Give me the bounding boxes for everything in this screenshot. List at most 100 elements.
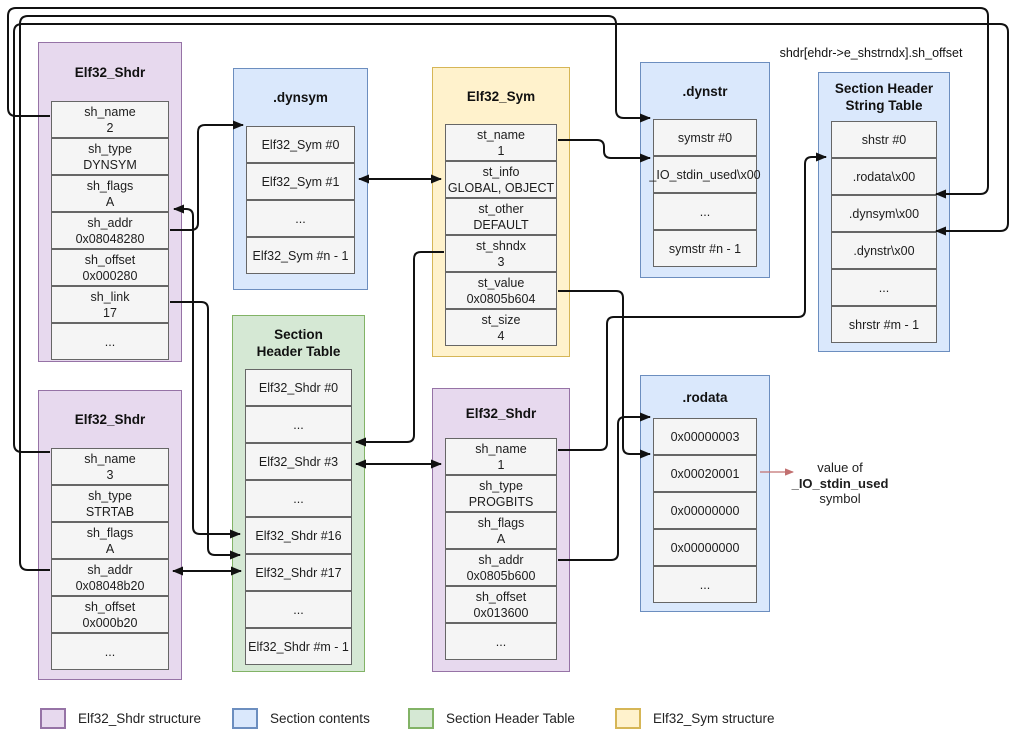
row-line: sh_addr	[87, 562, 133, 577]
box-dynstr: .dynstr symstr #0 _IO_stdin_used\x00... sym…	[640, 62, 770, 278]
row-line: sh_flags	[86, 525, 134, 540]
row-line: sh_type	[88, 141, 132, 156]
row-line: symstr #n - 1	[668, 241, 742, 256]
row-line: Elf32_Sym #n - 1	[252, 248, 349, 263]
row-line: ...	[104, 644, 116, 659]
row-line: GLOBAL, OBJECT	[447, 180, 555, 195]
row-line: PROGBITS	[468, 494, 534, 509]
box-row: 0x00000000	[653, 492, 757, 529]
row-line: sh_name	[475, 441, 527, 456]
box-title-dynsym: .dynsym	[273, 90, 328, 105]
row-line: 0x08048b20	[75, 578, 145, 593]
box-row: ...	[246, 200, 355, 237]
row-line: st_shndx	[475, 238, 527, 253]
legend-swatch-purple	[40, 708, 66, 729]
row-line: ...	[293, 417, 304, 432]
shstrndx-offset-label: shdr[ehdr->e_shstrndx].sh_offset	[779, 46, 963, 60]
row-line: STRTAB	[85, 504, 135, 519]
annotation-line-2: _IO_stdin_used	[791, 475, 889, 491]
row-line: sh_addr	[87, 215, 133, 230]
row-line: 4	[497, 328, 505, 343]
row-line: 0x08048280	[75, 231, 145, 246]
box-title-elf32-shdr-rodata: Elf32_Shdr	[465, 406, 537, 421]
row-line: Elf32_Shdr #0	[258, 380, 339, 395]
row-line: A	[105, 541, 115, 556]
row-line: sh_offset	[84, 252, 136, 267]
row-line: Elf32_Sym #1	[261, 174, 340, 189]
rodata-value-annotation: value of _IO_stdin_used symbol	[779, 460, 901, 507]
row-line: DEFAULT	[473, 217, 529, 232]
box-row: symstr #n - 1	[653, 230, 757, 267]
row-line: ...	[293, 491, 304, 506]
box-row: Elf32_Shdr #3	[245, 443, 352, 480]
row-line: ...	[699, 577, 711, 592]
row-line: 0x00000000	[670, 540, 740, 555]
legend-label: Section Header Table	[446, 711, 575, 726]
row-line: Elf32_Shdr #17	[255, 565, 342, 580]
row-line: _IO_stdin_used\x00	[649, 167, 761, 182]
box-title-rodata: .rodata	[682, 389, 728, 405]
row-line: 0x0805b600	[466, 568, 536, 583]
connector-sht16-shdr-link	[173, 204, 241, 539]
row-line: st_name	[477, 127, 525, 142]
annotation-line-1: value of	[817, 460, 863, 475]
legend-swatch-yellow	[615, 708, 641, 729]
row-line: symstr #0	[677, 130, 733, 145]
legend-label: Section contents	[270, 711, 370, 726]
box-title-elf32-shdr-dynstr: Elf32_Shdr	[74, 412, 146, 427]
box-row: Elf32_Sym #1	[246, 163, 355, 200]
connector-sh-addr-b600-to-rodata-word0	[558, 412, 651, 561]
row-line: A	[105, 194, 115, 209]
row-line: 0x013600	[473, 605, 529, 620]
row-line: Elf32_Shdr #16	[255, 528, 342, 543]
row-line: st_other	[478, 201, 524, 216]
box-row: 0x00000000	[653, 529, 757, 566]
box-row: .rodata\x00	[831, 158, 937, 195]
box-row: _IO_stdin_used\x00	[649, 156, 761, 193]
box-row: ...	[51, 323, 169, 360]
row-line: shrstr #m - 1	[848, 317, 920, 332]
row-line: sh_flags	[86, 178, 134, 193]
row-line: ...	[293, 602, 304, 617]
box-row: Elf32_Shdr #16	[245, 517, 352, 554]
row-line: sh_name	[84, 104, 136, 119]
box-title-dynstr: .dynstr	[682, 83, 728, 99]
row-line: sh_flags	[477, 515, 525, 530]
row-line: 0x000b20	[82, 615, 138, 630]
row-line: 1	[497, 457, 505, 472]
row-line: sh_offset	[475, 589, 527, 604]
connector-st-value-to-rodata-word1	[558, 290, 651, 459]
box-row: Elf32_Shdr #17	[245, 554, 352, 591]
row-line: A	[496, 531, 506, 546]
row-line: 0x00000003	[670, 429, 740, 444]
row-line: sh_offset	[84, 599, 136, 614]
box-row: shstr #0	[831, 121, 937, 158]
row-line: st_size	[481, 312, 521, 327]
box-row: Elf32_Sym #n - 1	[246, 237, 355, 274]
row-line: st_value	[477, 275, 525, 290]
legend-label: Elf32_Shdr structure	[78, 711, 202, 726]
row-line: .dynstr\x00	[853, 243, 915, 258]
row-line: 0x00000000	[670, 503, 740, 518]
box-row: ...	[653, 193, 757, 230]
box-row: ...	[445, 623, 557, 660]
